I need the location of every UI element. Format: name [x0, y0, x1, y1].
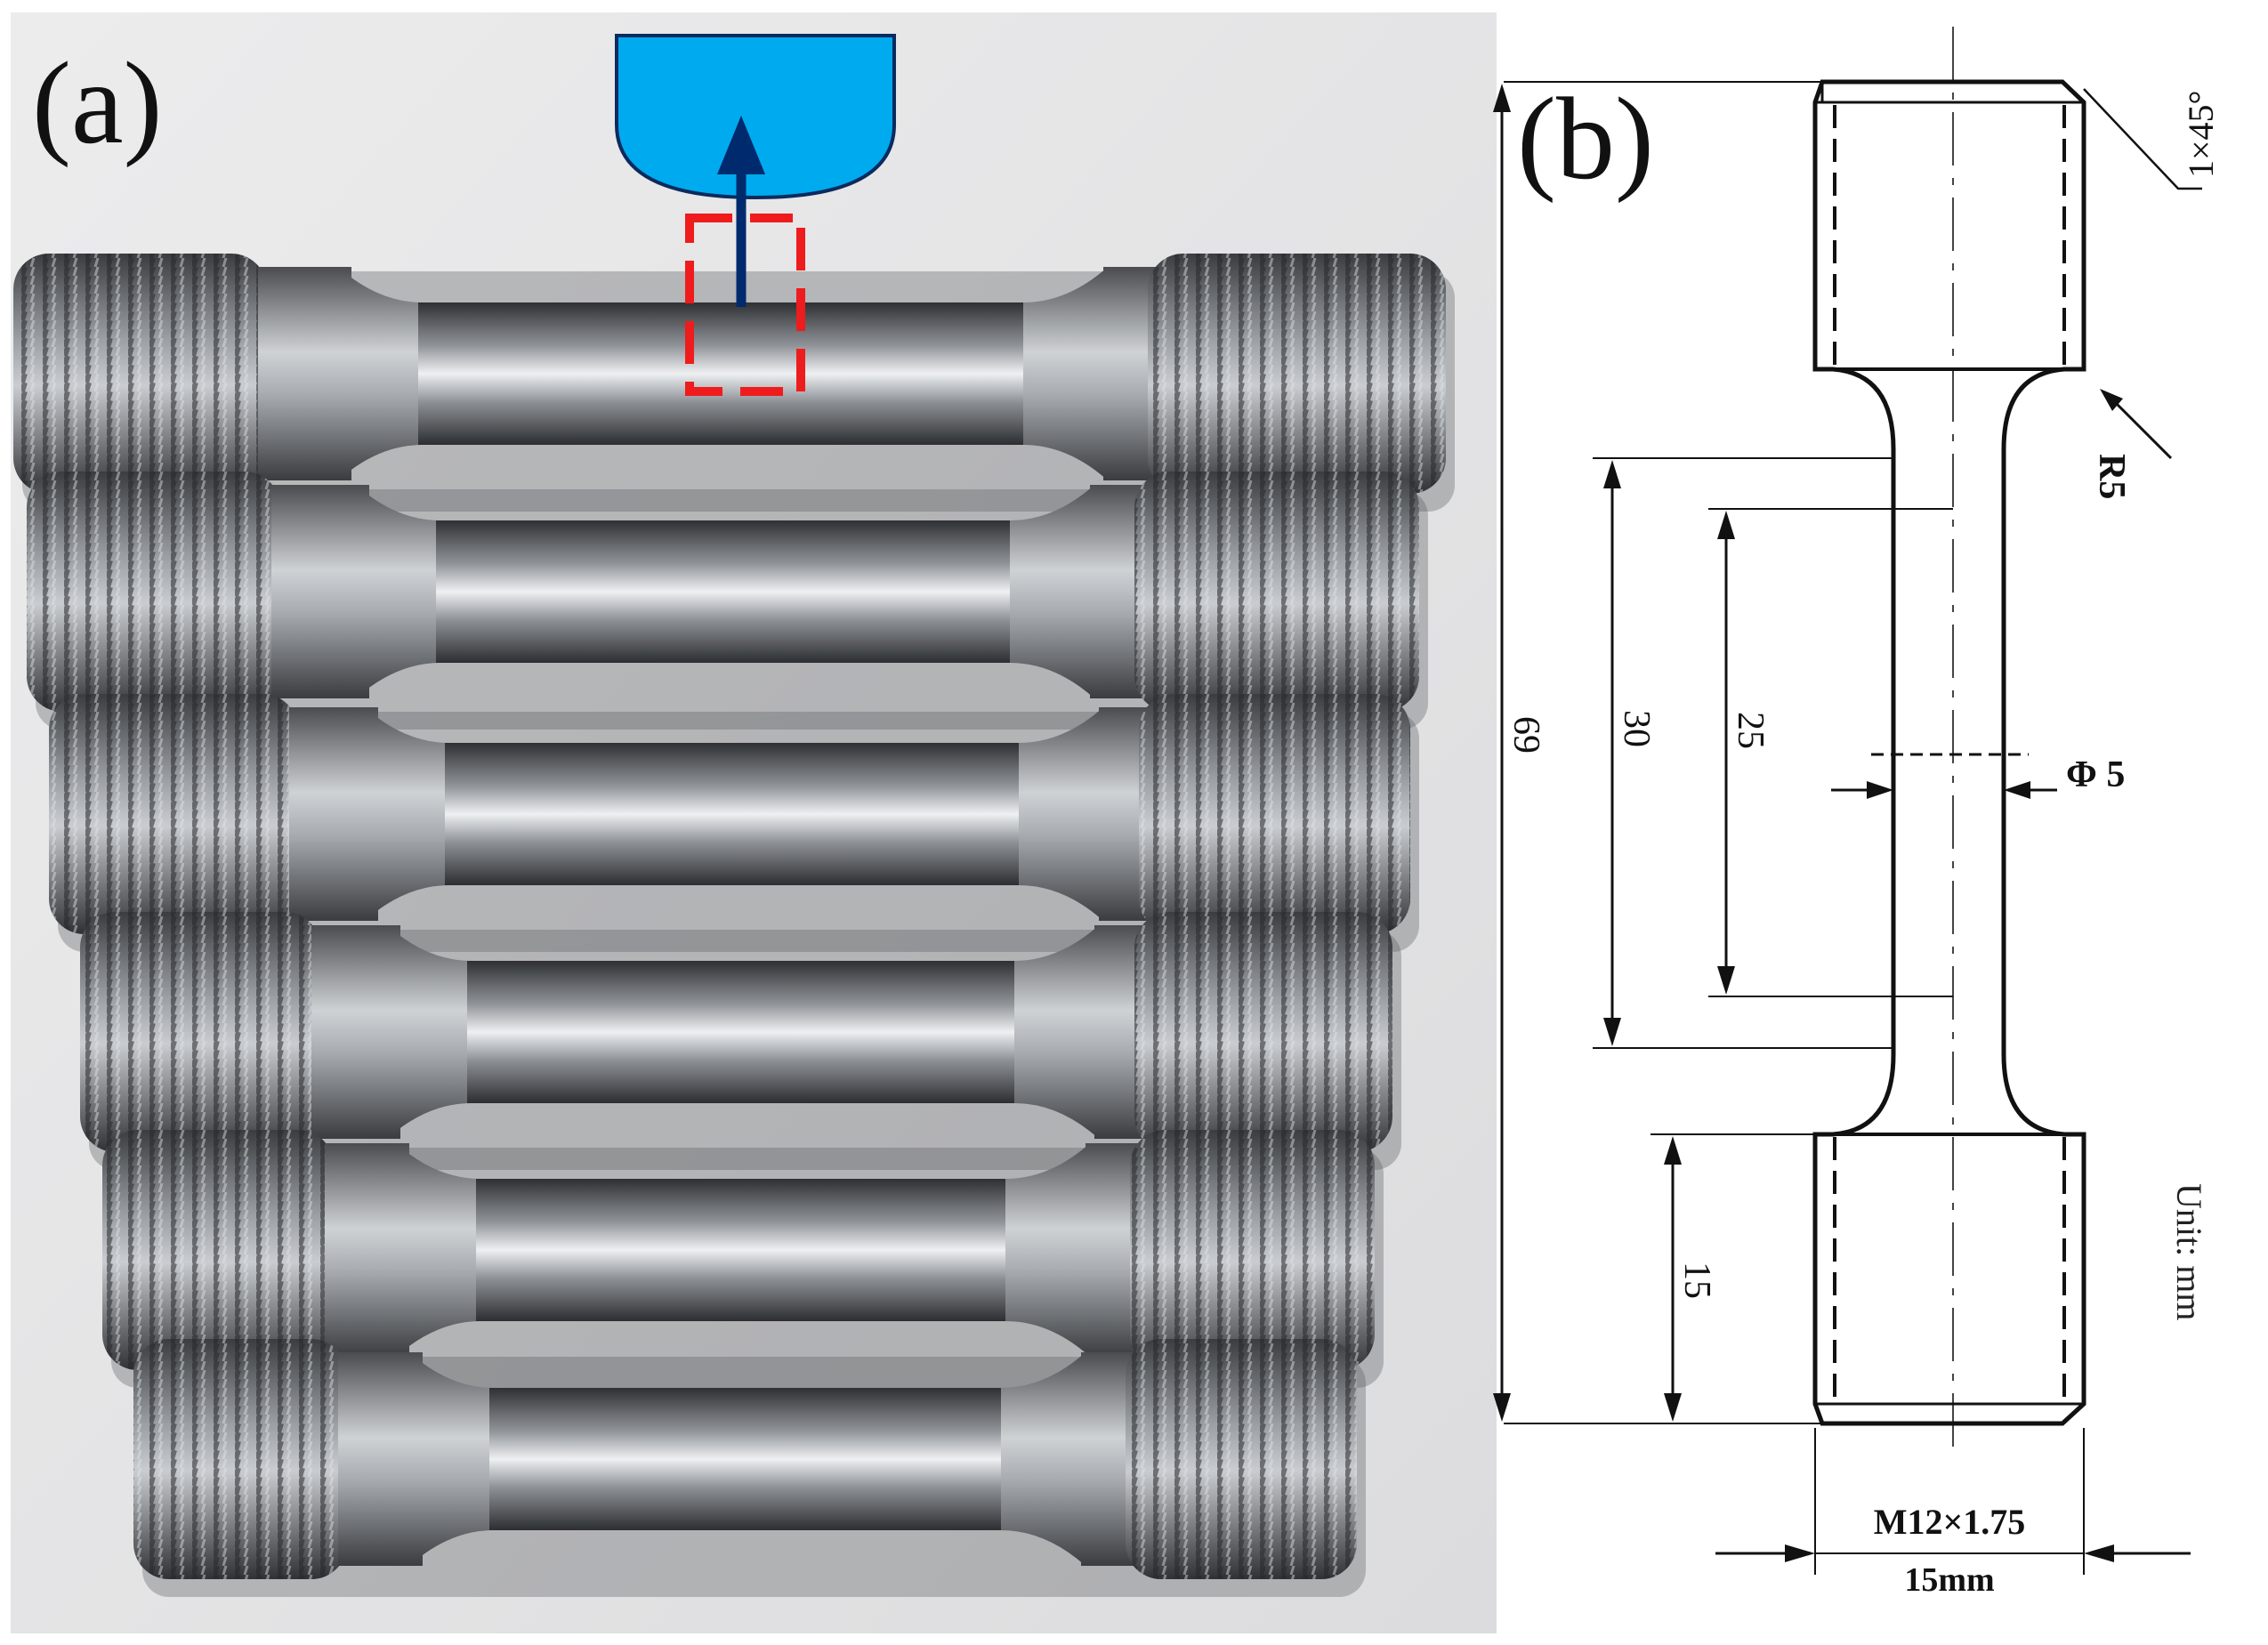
- right-fillet: [1010, 485, 1094, 698]
- diameter-label: Φ 5: [2066, 754, 2125, 795]
- specimen-6: [133, 1339, 1366, 1597]
- specimen-4: [80, 912, 1401, 1170]
- right-fillet: [1001, 1352, 1086, 1566]
- left-fillet: [396, 1143, 480, 1357]
- unit-label: Unit: mm: [2169, 1183, 2209, 1320]
- left-shoulder: [311, 925, 400, 1139]
- left-fillet: [356, 485, 440, 698]
- left-shoulder: [338, 1352, 423, 1566]
- specimen-3: [49, 694, 1419, 952]
- left-fillet: [409, 1352, 494, 1566]
- milling-cutter: [615, 34, 896, 200]
- right-thread-grooves: [1148, 254, 1446, 494]
- dim-arrow-gauge-bottom: [1717, 966, 1735, 995]
- gauge-shaft: [418, 302, 1028, 445]
- arrow-head: [717, 116, 765, 174]
- right-fillet: [1019, 707, 1103, 921]
- right-thread-grooves: [1139, 694, 1410, 934]
- gauge-shaft: [445, 743, 1023, 885]
- head-width-label: 15mm: [1904, 1561, 1994, 1599]
- specimen-outline: [1812, 79, 2086, 1426]
- right-thread-grooves: [1134, 912, 1392, 1152]
- specimen-5: [102, 1130, 1384, 1388]
- panel-a-label: (a): [32, 37, 163, 168]
- diameter-arrow-left: [1867, 781, 1893, 799]
- chamfer-label: 1×45°: [2181, 90, 2221, 178]
- left-shoulder: [325, 1143, 409, 1357]
- right-fillet: [1014, 925, 1099, 1139]
- panel-a-photo: (a): [11, 12, 1497, 1633]
- specimen-stack: [13, 254, 1455, 1597]
- right-fillet: [1023, 267, 1108, 480]
- dim-arrow-parallel-bottom: [1603, 1018, 1621, 1046]
- gauge-length-label: 25: [1730, 712, 1771, 749]
- parallel-length-label: 30: [1616, 710, 1657, 747]
- right-thread-grooves: [1134, 472, 1419, 712]
- diameter-arrow-right: [2004, 781, 2030, 799]
- direction-arrow: [717, 116, 765, 307]
- total-length-label: 69: [1505, 716, 1546, 754]
- dim-arrow-thread-top: [1664, 1136, 1682, 1165]
- right-fillet: [1005, 1143, 1090, 1357]
- left-thread-grooves: [13, 254, 267, 494]
- dim-arrow-gauge-top: [1717, 511, 1735, 539]
- left-shoulder: [258, 267, 351, 480]
- dim-arrow-total-top: [1493, 84, 1511, 112]
- dim-arrow-total-bottom: [1493, 1393, 1511, 1422]
- panel-b-drawing: (b) 1×45° R5 Φ 5 6: [1493, 27, 2221, 1599]
- dim-arrow-thread-bottom: [1664, 1393, 1682, 1422]
- right-thread-grooves: [1126, 1339, 1357, 1579]
- left-shoulder: [271, 485, 369, 698]
- left-shoulder: [289, 707, 378, 921]
- fillet-label: R5: [2091, 454, 2132, 499]
- fillet-leader: [2107, 394, 2173, 460]
- left-thread-grooves: [49, 694, 298, 934]
- sample-location-box: [685, 214, 805, 396]
- chamfer-leader: [2083, 88, 2202, 190]
- left-fillet: [387, 925, 472, 1139]
- dim-arrow-width-right: [2084, 1544, 2114, 1562]
- gauge-shaft: [467, 961, 1019, 1103]
- left-fillet: [338, 267, 423, 480]
- gauge-shaft: [476, 1179, 1010, 1321]
- left-thread-grooves: [27, 472, 280, 712]
- gauge-shaft: [489, 1388, 1005, 1530]
- left-thread-grooves: [80, 912, 320, 1152]
- dim-arrow-width-left: [1785, 1544, 1815, 1562]
- fillet-arrow: [2100, 389, 2123, 411]
- specimen-1: [13, 254, 1455, 512]
- cutter-shape: [615, 34, 896, 200]
- thread-length-label: 15: [1676, 1262, 1717, 1299]
- panel-b-label: (b): [1517, 73, 1654, 204]
- dim-arrow-parallel-top: [1603, 460, 1621, 488]
- left-thread-grooves: [102, 1130, 334, 1370]
- thread-spec-label: M12×1.75: [1874, 1502, 2026, 1542]
- left-thread-grooves: [133, 1339, 347, 1579]
- right-thread-grooves: [1130, 1130, 1375, 1370]
- left-fillet: [365, 707, 449, 921]
- gauge-shaft: [436, 520, 1014, 663]
- specimen-2: [27, 472, 1428, 730]
